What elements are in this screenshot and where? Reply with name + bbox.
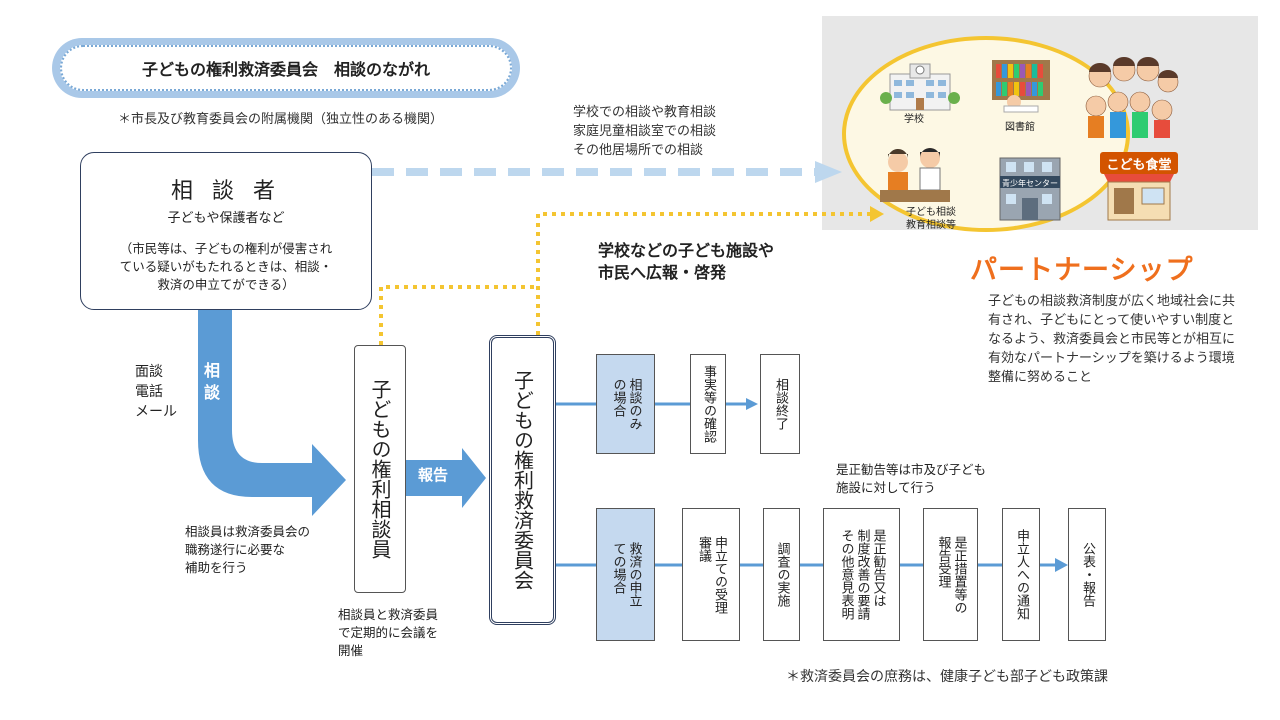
dotted-line-committee <box>536 212 872 335</box>
consult-end-label: 相談終了 <box>773 378 788 430</box>
step-notify-box: 申立人への通知 <box>1002 508 1040 641</box>
fact-check-label: 事実等の確認 <box>701 365 716 443</box>
youth-center-sign: 青少年センター <box>1002 178 1058 188</box>
consultant-box: 相 談 者 子どもや保護者など （市民等は、子どもの権利が侵害され ている疑いが… <box>80 152 372 310</box>
step-publish-label: 公表・報告 <box>1080 542 1095 607</box>
correction-note: 是正勧告等は市及び子ども 施設に対して行う <box>836 462 987 495</box>
library-icon <box>992 60 1050 113</box>
place-label-library: 図書館 <box>1005 122 1035 133</box>
counselor-label: 子どもの権利相談員 <box>368 379 392 559</box>
consult-only-case-label: 相談のみ の場合 <box>610 378 642 430</box>
consult-arrow <box>198 310 346 516</box>
step-investigation-label: 調査の実施 <box>774 542 790 607</box>
step-notify-label: 申立人への通知 <box>1014 529 1029 620</box>
step-acceptance-label: 申立ての受理 審議 <box>696 535 727 614</box>
youth-center-icon: 青少年センター <box>999 157 1061 221</box>
report-arrow <box>404 448 486 508</box>
consultant-subtitle: 子どもや保護者など <box>167 211 285 226</box>
relief-case-label: 救済の申立 ての場合 <box>610 542 642 607</box>
step-investigation-box: 調査の実施 <box>763 508 800 641</box>
step-report-receipt-label: 是正措置等の 報告受理 <box>935 535 967 614</box>
committee-label: 子どもの権利救済委員会 <box>510 370 535 590</box>
report-label: 報告 <box>418 466 449 484</box>
outreach-text: 学校などの子ども施設や 市民へ広報・啓発 <box>598 241 775 282</box>
dotted-line-counselor <box>379 285 538 345</box>
family-icon <box>1085 57 1179 138</box>
attached-body-note: ＊市長及び教育委員会の附属機関（独立性のある機関） <box>118 112 444 127</box>
dotted-arrowhead <box>870 206 884 222</box>
dashed-arrowhead <box>815 161 842 183</box>
relief-case-box: 救済の申立 ての場合 <box>596 508 655 641</box>
consult-end-box: 相談終了 <box>760 354 800 454</box>
committee-box: 子どもの権利救済委員会 <box>489 335 556 625</box>
partnership-description: 子どもの相談救済制度が広く地域社会に共有され、子どもにとって使いやすい制度となる… <box>988 294 1236 385</box>
school-icon <box>880 63 960 111</box>
step-publish-box: 公表・報告 <box>1068 508 1106 641</box>
kids-cafeteria-icon: こども食堂 <box>1100 152 1178 221</box>
place-label-counseling: 子ども相談 教育相談等 <box>906 207 956 231</box>
step-acceptance-box: 申立ての受理 審議 <box>682 508 740 641</box>
consultant-title: 相 談 者 <box>171 179 281 204</box>
secretariat-note: ＊救済委員会の庶務は、健康子ども部子ども政策課 <box>786 669 1108 685</box>
step-recommendation-label: 是正勧告又は 制度改善の要請 その他意見表明 <box>838 529 886 620</box>
kids-cafeteria-sign: こども食堂 <box>1106 157 1171 173</box>
consult-arrow-label: 相 談 <box>203 361 220 402</box>
page-title: 子どもの権利救済委員会 相談のながれ <box>60 45 512 91</box>
step-report-receipt-box: 是正措置等の 報告受理 <box>923 508 978 641</box>
fact-check-box: 事実等の確認 <box>690 354 726 454</box>
regular-meeting-note: 相談員と救済委員 で定期的に会議を 開催 <box>338 607 439 658</box>
counselor-box: 子どもの権利相談員 <box>354 345 406 593</box>
counselor-support-note: 相談員は救済委員会の 職務遂行に必要な 補助を行う <box>185 524 311 575</box>
consultant-note: （市民等は、子どもの権利が侵害され ている疑いがもたれるときは、相談・ 救済の申… <box>119 241 333 292</box>
school-consult-text: 学校での相談や教育相談 家庭児童相談室での相談 その他居場所での相談 <box>573 105 717 158</box>
consult-only-case-box: 相談のみ の場合 <box>596 354 655 454</box>
consult-methods: 面談 電話 メール <box>135 364 177 420</box>
counseling-icon <box>880 148 950 202</box>
step-recommendation-box: 是正勧告又は 制度改善の要請 その他意見表明 <box>823 508 900 641</box>
place-label-school: 学校 <box>904 114 924 125</box>
partnership-title: パートナーシップ <box>970 255 1194 286</box>
